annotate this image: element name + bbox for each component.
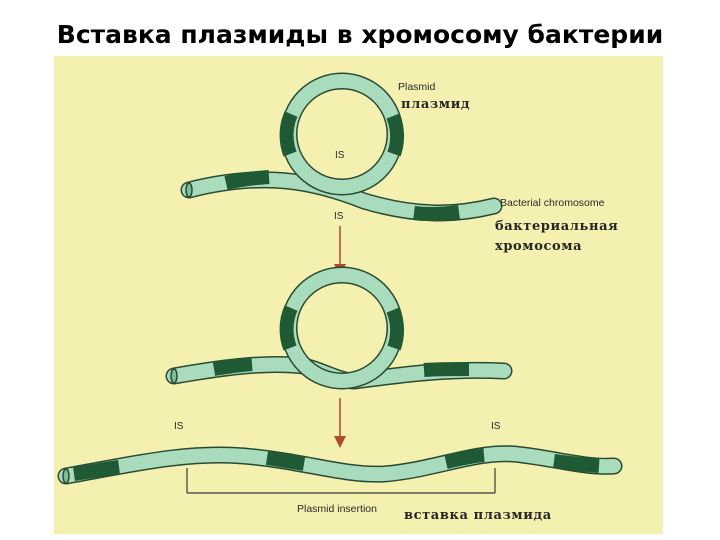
insertion-bracket <box>186 468 496 494</box>
stage-2-plasmid <box>279 266 405 390</box>
stage-3-chromosome <box>57 445 623 485</box>
chromosome-label-ru-line2: хромосома <box>495 239 582 254</box>
stage-1-chromosome <box>180 170 503 222</box>
plasmid-is-label: IS <box>335 150 345 161</box>
right-is-label: IS <box>491 421 501 432</box>
plasmid-label-ru: плазмид <box>401 97 470 112</box>
chromosome-label-ru-line1: бактериальная <box>495 219 618 234</box>
chromosome-label-en: Bacterial chromosome <box>500 197 605 209</box>
plasmid-label-en: Plasmid <box>398 81 436 93</box>
left-is-label: IS <box>174 421 184 432</box>
slide-title: Вставка плазмиды в хромосому бактерии <box>56 20 664 49</box>
stage-1-plasmid <box>279 72 405 196</box>
diagram-canvas: Plasmid плазмид IS IS Bacterial chromoso… <box>57 72 623 523</box>
plasmid-insertion-diagram: Plasmid плазмид IS IS Bacterial chromoso… <box>54 56 663 534</box>
chromosome-is-label: IS <box>334 211 344 222</box>
insertion-label-ru: вставка плазмида <box>404 508 552 523</box>
insertion-label-en: Plasmid insertion <box>297 503 377 515</box>
